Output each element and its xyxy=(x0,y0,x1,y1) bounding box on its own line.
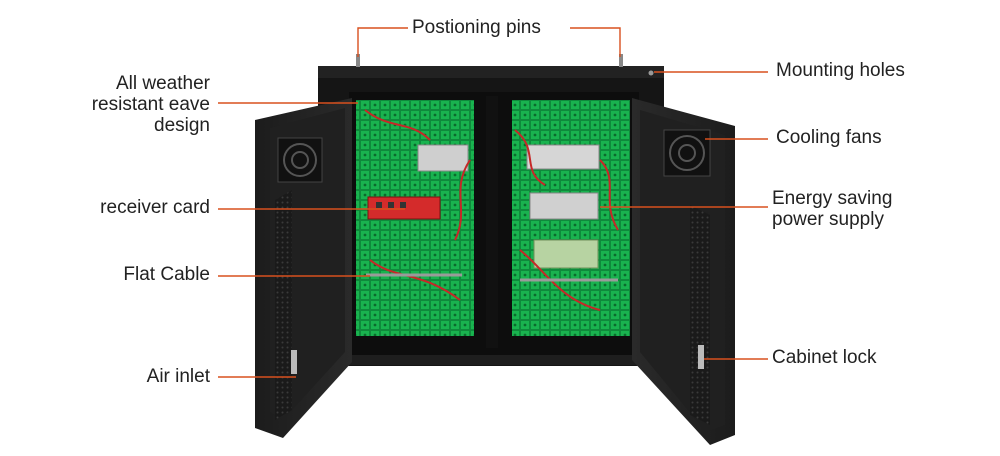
positioning-pins xyxy=(356,54,623,67)
label-air-inlet: Air inlet xyxy=(146,366,210,387)
air-inlet-vent-left xyxy=(275,190,292,420)
mounting-hole xyxy=(648,70,654,76)
power-supplies xyxy=(417,144,600,269)
left-door xyxy=(255,98,352,438)
leader-positioning-pins xyxy=(357,27,408,57)
label-eave-design: All weather resistant eave design xyxy=(91,73,210,136)
leader-positioning-pins-right xyxy=(570,27,621,57)
label-cabinet-lock: Cabinet lock xyxy=(772,347,877,368)
label-positioning-pins: Postioning pins xyxy=(412,17,541,38)
cabinet-lock-left xyxy=(291,350,297,374)
label-energy-saving-power-supply: Energy saving power supply xyxy=(772,188,893,230)
cooling-fan-right xyxy=(663,129,711,177)
flat-cables xyxy=(366,273,618,282)
cabinet-lock-right xyxy=(698,345,704,369)
label-mounting-holes: Mounting holes xyxy=(776,60,905,81)
label-cooling-fans: Cooling fans xyxy=(776,127,882,148)
label-flat-cable: Flat Cable xyxy=(123,264,210,285)
cooling-fan-left xyxy=(277,137,323,183)
right-door xyxy=(632,98,735,445)
air-inlet-vent-right xyxy=(690,205,710,425)
label-receiver-card: receiver card xyxy=(100,197,210,218)
receiver-card xyxy=(367,196,441,220)
